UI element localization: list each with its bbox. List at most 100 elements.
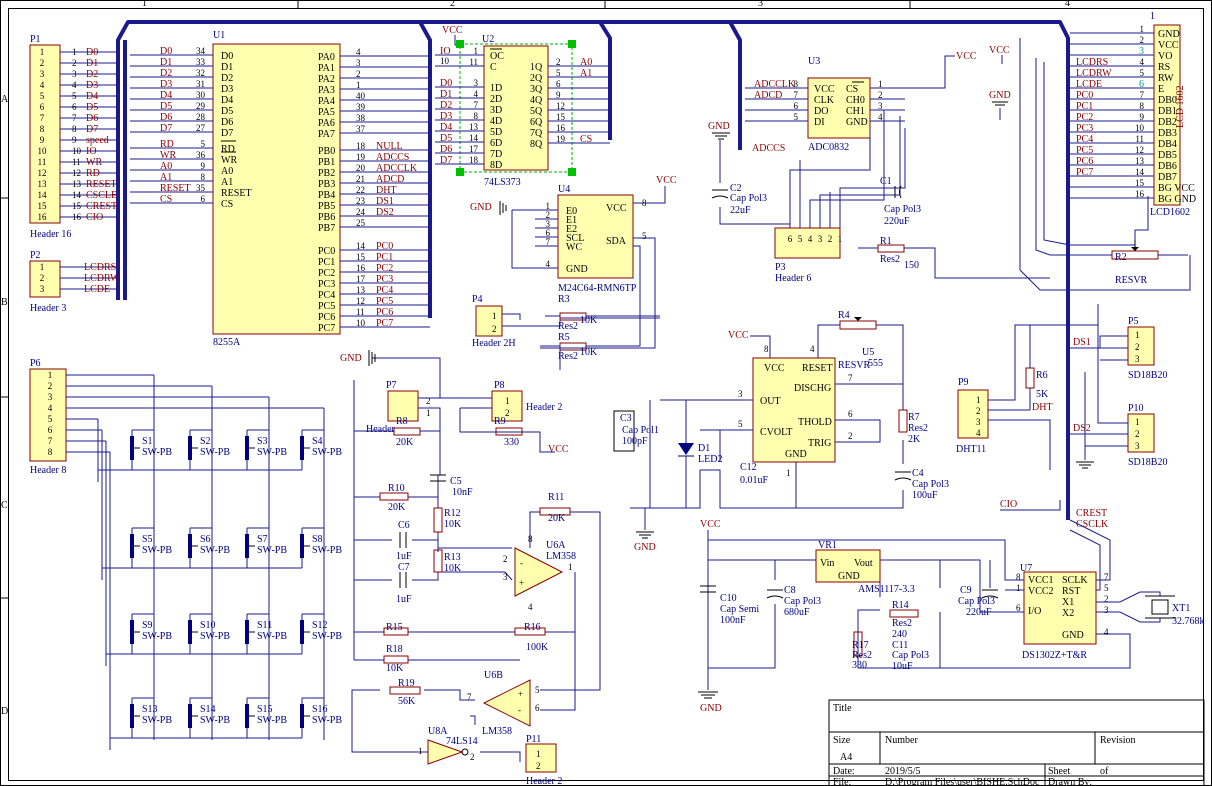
lcd-pin-num: 16 [1135,189,1145,199]
switch-type: SW-PB [142,545,172,556]
svg-text:2: 2 [503,554,508,564]
p1-net-label: RESET [86,179,117,190]
zone-c: C [1,500,8,511]
u3-pin-ch1: CH1 [846,106,865,117]
lcd-pin-db2: DB2 [1158,117,1177,128]
p5-net: DS1 [1073,337,1091,348]
p1-pin-num: 2 [40,58,45,68]
p1-net-label: RD [86,168,100,179]
u1-pin-pb6: PB6 [318,212,335,223]
tb-file-label: File: [833,777,851,786]
u7-crest: CREST [1076,508,1107,519]
c6-ref: C6 [398,520,410,531]
u1-left-net: D5 [160,101,172,112]
p3-ref: P3 [775,262,786,273]
u4-ref: U4 [558,184,570,195]
c7-value: 1uF [396,594,412,605]
u4-name: M24C64-RMN6TP [558,283,637,294]
r15-resistor: R15 [383,622,409,636]
p3-name: Header 6 [775,273,811,284]
u1-name: 8255A [213,337,241,348]
p5-ref: P5 [1128,316,1139,327]
u2-pin-num: 4 [474,89,479,99]
c11-type: Cap Pol3 [892,650,929,661]
vr1-gnd: GND [700,703,722,714]
p1-pin-num: 1 [40,47,45,57]
u1-pin-num: 1 [356,80,361,90]
u1-pin-num: 34 [196,46,206,56]
lcd-pin-num: 7 [1140,90,1145,100]
svg-text:3: 3 [1135,441,1140,451]
p1-net-label: D7 [86,124,98,135]
u1-pin-d3: D3 [221,84,233,95]
u1-right-net: PC3 [376,274,393,285]
r17-type: Res2 [852,650,872,661]
u1-pin-pa5: PA5 [318,107,335,118]
p2-net-label: LCDRS [84,262,116,273]
svg-text:-: - [520,558,523,568]
u2-pin10: 10 [440,56,450,66]
u4-pin-num: 2 [546,210,551,220]
u4-pin-vcc: VCC [606,203,627,214]
p3-pin-num: 5 [798,234,803,244]
u1-right-net: PC4 [376,285,393,296]
lcd-net: PC5 [1076,145,1093,156]
u1-pin-pc3: PC3 [318,279,335,290]
p1-pin-num: 3 [40,69,45,79]
svg-text:-: - [518,705,521,715]
r13-value: 10K [444,563,462,574]
switch-type: SW-PB [257,447,287,458]
u1-pin-a0: A0 [221,166,233,177]
u4-pin-num: 6 [546,228,551,238]
tb-size-label: Size [833,735,851,746]
svg-text:3: 3 [503,572,508,582]
u1-pin-num: 20 [356,163,366,173]
u1-pin-num: 4 [356,47,361,57]
u1-left-net: D4 [160,90,172,101]
r6-net: DHT [1032,402,1053,413]
u4-pin-gnd: GND [566,264,588,275]
svg-text:2: 2 [1135,429,1140,439]
p2-pin-num: 1 [40,262,45,272]
p1-pin-num: 13 [38,179,48,189]
r7-ref: R7 [908,412,920,423]
switch-ref: S1 [142,436,153,447]
lcd-gnd: GND [989,90,1011,101]
zone-4: 4 [1065,0,1070,9]
u5-pin-thold: THOLD [798,417,832,428]
u6b-name: LM358 [482,726,512,737]
svg-text:3: 3 [976,417,981,427]
switch-ref: S5 [142,534,153,545]
r14-ref: R14 [892,600,909,611]
svg-text:+: + [519,578,524,588]
switch-ref: S7 [257,534,268,545]
u3-pin-ch0: CH0 [846,95,865,106]
u1-pin-num: 37 [356,124,366,134]
u1-pin-pb4: PB4 [318,190,335,201]
r5-value: 10K [580,347,598,358]
switch-ref: S13 [142,704,158,715]
svg-text:2: 2 [976,406,981,416]
c1-type: Cap Pol3 [884,204,921,215]
p1-pin-label: 11 [72,157,81,167]
u1-pin-d2: D2 [221,73,233,84]
p1-pin-label: 14 [72,190,82,200]
u3-pin-vcc: VCC [814,84,835,95]
u1-left-net: CS [160,194,172,205]
u1-left-net: D0 [160,46,172,57]
u1-pin-num: 15 [356,252,366,262]
lcd-pin-num: 12 [1135,145,1144,155]
u4-pin-wc: WC [566,242,582,253]
p1-pin-label: 9 [72,135,77,145]
r7-type: Res2 [908,423,928,434]
lcd-pin-vcc: VCC [1158,40,1179,51]
u5-pin-out: OUT [760,396,781,407]
p1-pin-label: 5 [72,91,77,101]
lcd-pin-db4: DB4 [1158,139,1177,150]
switch-type: SW-PB [257,715,287,726]
u1-pin-pb1: PB1 [318,157,335,168]
switch-type: SW-PB [312,631,342,642]
svg-text:2: 2 [536,761,541,771]
